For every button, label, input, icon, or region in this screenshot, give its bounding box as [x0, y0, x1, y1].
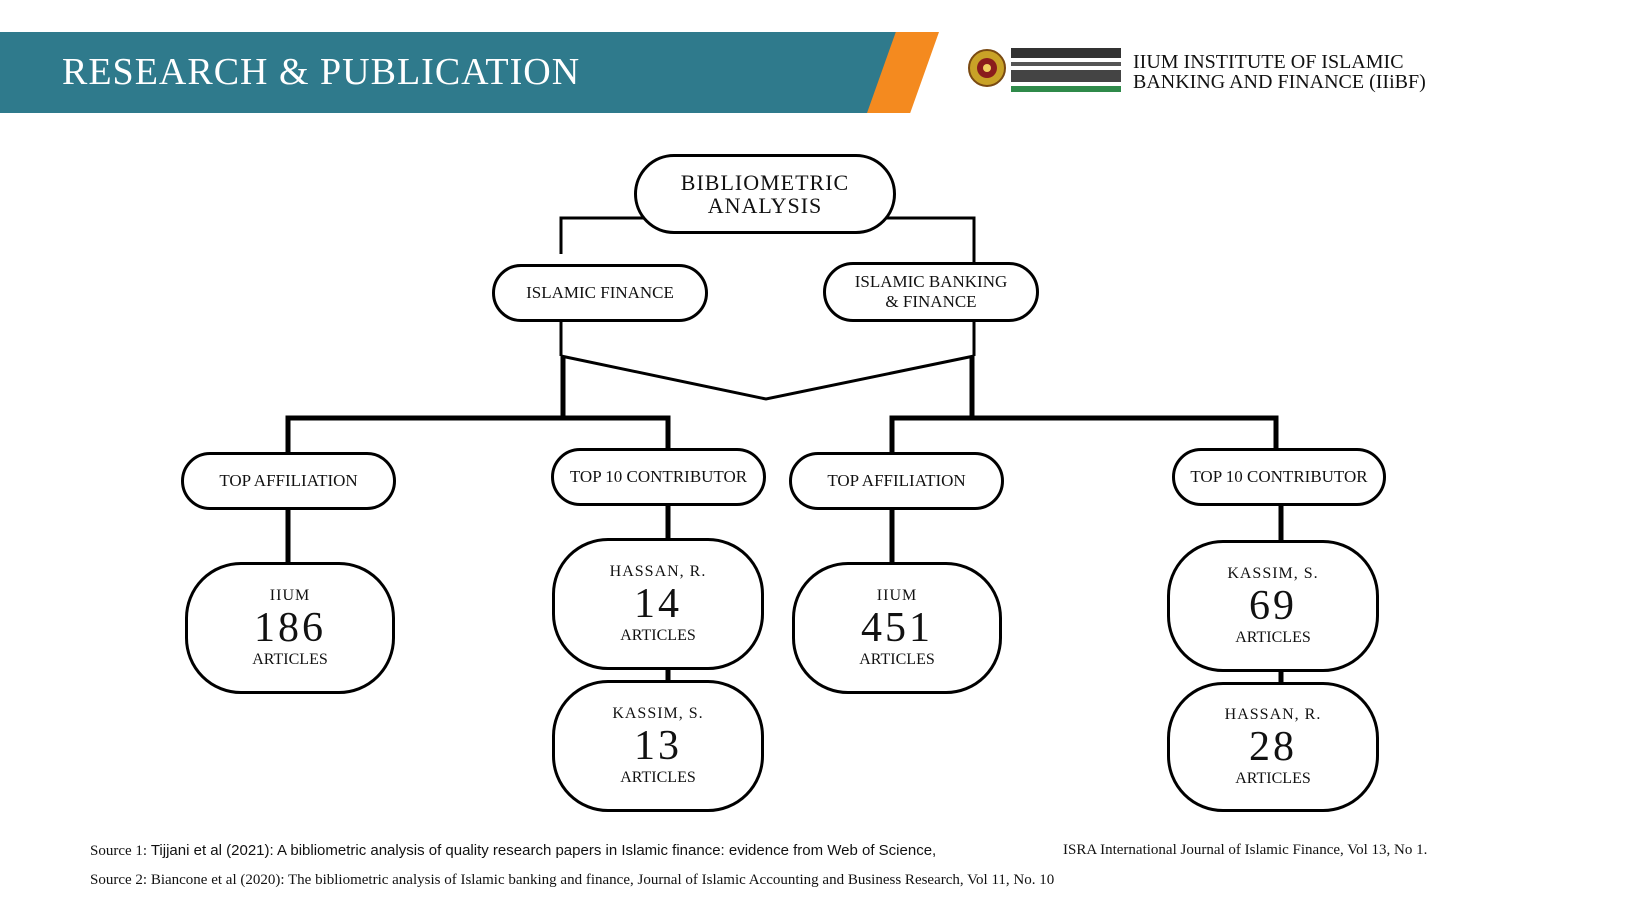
right-top-affiliation-label: TOP AFFILIATION — [827, 471, 966, 490]
stat-name: HASSAN, R. — [609, 563, 707, 580]
stat-name: HASSAN, R. — [1224, 706, 1322, 723]
source-2: Source 2: Biancone et al (2020): The bib… — [90, 872, 1054, 889]
left-top-contributor-label: TOP 10 CONTRIBUTOR — [569, 467, 748, 486]
institute-name-line1: IIUM INSTITUTE OF ISLAMIC — [1133, 51, 1404, 73]
left-top-affiliation-label: TOP AFFILIATION — [219, 471, 358, 490]
source-1-journal-text: ISRA International Journal of Islamic Fi… — [1063, 842, 1428, 858]
page-title: RESEARCH & PUBLICATION — [62, 51, 581, 93]
stat-left-contributor-1: HASSAN, R. 14 ARTICLES — [552, 538, 764, 670]
iium-logo-icon — [968, 48, 1121, 92]
stat-count: 186 — [254, 605, 326, 651]
stat-count: 451 — [861, 605, 933, 651]
stat-count: 14 — [634, 581, 682, 627]
branch-ibf-label-line2: & FINANCE — [885, 292, 977, 311]
root-line1: BIBLIOMETRIC — [680, 170, 850, 195]
left-top-affiliation: TOP AFFILIATION — [181, 452, 396, 510]
stat-unit: ARTICLES — [620, 627, 696, 644]
source-1-prefix: Source 1: — [90, 843, 151, 859]
branch-islamic-finance: ISLAMIC FINANCE — [492, 264, 708, 322]
stat-unit: ARTICLES — [252, 651, 328, 668]
stat-name: IIUM — [269, 587, 311, 604]
stat-left-contributor-2: KASSIM, S. 13 ARTICLES — [552, 680, 764, 812]
right-top-contributor: TOP 10 CONTRIBUTOR — [1172, 448, 1386, 506]
right-top-affiliation: TOP AFFILIATION — [789, 452, 1004, 510]
source-1: Source 1: Tijjani et al (2021): A biblio… — [90, 842, 936, 860]
stat-name: KASSIM, S. — [1227, 565, 1319, 582]
stat-right-affiliation: IIUM 451 ARTICLES — [792, 562, 1002, 694]
stat-count: 28 — [1249, 724, 1297, 770]
branch-islamic-finance-label: ISLAMIC FINANCE — [526, 283, 674, 302]
root-node-bibliometric-analysis: BIBLIOMETRIC ANALYSIS — [634, 154, 896, 234]
right-top-contributor-label: TOP 10 CONTRIBUTOR — [1190, 467, 1368, 486]
stat-unit: ARTICLES — [620, 769, 696, 786]
branch-ibf-label-line1: ISLAMIC BANKING — [854, 272, 1008, 291]
source-1-main: Tijjani et al (2021): A bibliometric ana… — [150, 842, 937, 859]
header-banner — [0, 32, 900, 113]
stat-unit: ARTICLES — [1235, 770, 1311, 787]
source-2-text: Source 2: Biancone et al (2020): The bib… — [90, 872, 1055, 888]
branch-islamic-banking-finance: ISLAMIC BANKING & FINANCE — [823, 262, 1039, 322]
stat-right-contributor-2: HASSAN, R. 28 ARTICLES — [1167, 682, 1379, 812]
stat-unit: ARTICLES — [859, 651, 935, 668]
left-top-contributor: TOP 10 CONTRIBUTOR — [551, 448, 766, 506]
institute-name: IIUM INSTITUTE OF ISLAMIC BANKING AND FI… — [1133, 52, 1426, 92]
stat-count: 13 — [634, 723, 682, 769]
source-1-journal: ISRA International Journal of Islamic Fi… — [1063, 842, 1427, 859]
stat-left-affiliation: IIUM 186 ARTICLES — [185, 562, 395, 694]
institute-name-line2: BANKING AND FINANCE (IIiBF) — [1133, 71, 1426, 93]
root-line2: ANALYSIS — [707, 193, 823, 218]
stat-right-contributor-1: KASSIM, S. 69 ARTICLES — [1167, 540, 1379, 672]
stat-unit: ARTICLES — [1235, 629, 1311, 646]
stat-name: IIUM — [876, 587, 918, 604]
stat-name: KASSIM, S. — [612, 705, 704, 722]
stat-count: 69 — [1249, 583, 1297, 629]
merge-v-line — [560, 354, 975, 401]
left-tee — [285, 415, 671, 452]
right-tee — [889, 415, 1279, 452]
